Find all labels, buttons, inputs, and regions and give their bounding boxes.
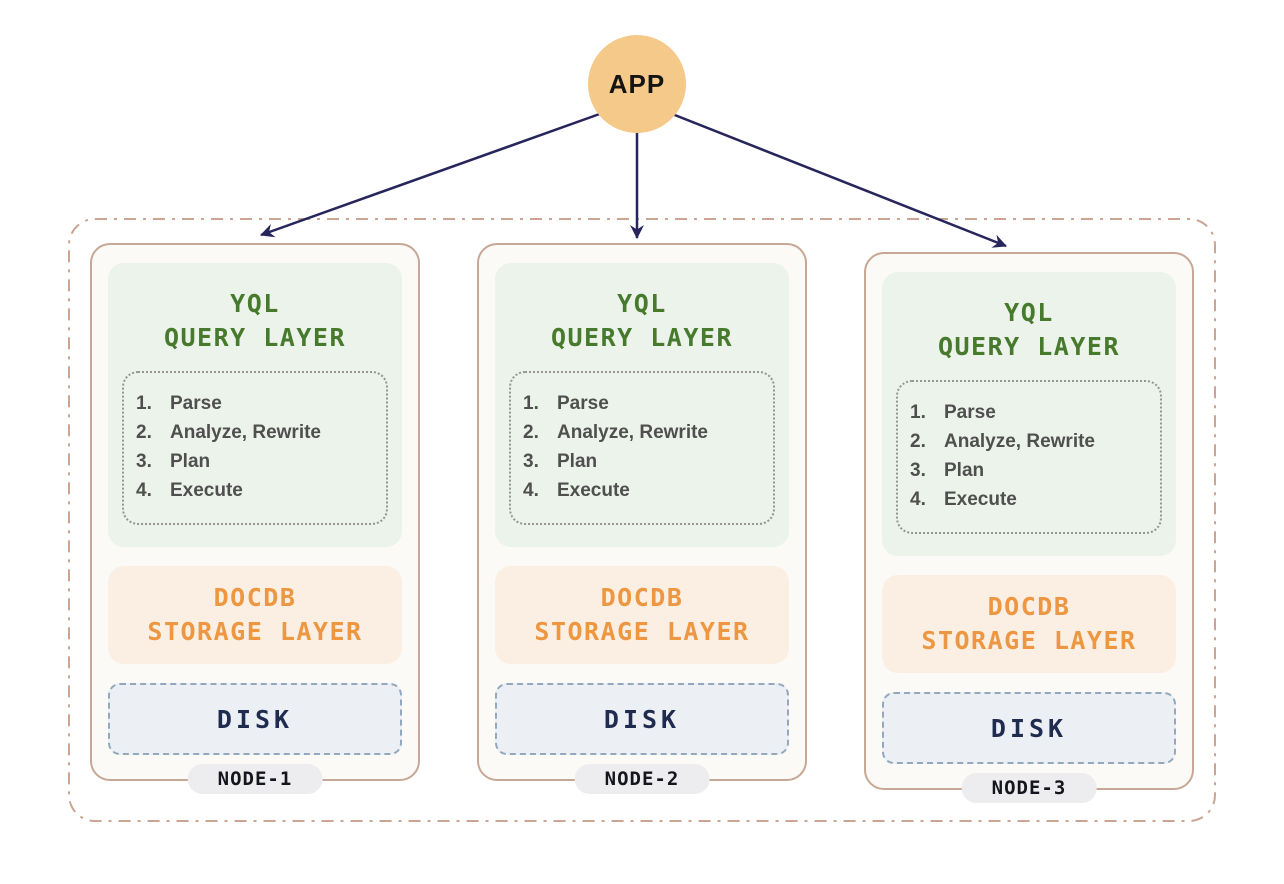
disk-panel: DISK [495,683,789,755]
query-step: 4. Execute [136,476,378,505]
step-number: 1. [136,393,152,414]
step-number: 2. [910,431,926,452]
step-label: Analyze, Rewrite [170,422,321,443]
step-number: 4. [523,480,539,501]
step-label: Execute [944,489,1017,510]
node-name: NODE-2 [604,768,680,790]
step-label: Parse [170,393,222,414]
storage-layer-title: DOCDB STORAGE LAYER [892,590,1166,658]
query-step: 3. Plan [910,456,1152,485]
step-label: Plan [557,451,598,472]
query-layer-title-line2: QUERY LAYER [550,323,734,352]
query-step: 1. Parse [136,389,378,418]
query-layer-title-line2: QUERY LAYER [937,332,1121,361]
docdb-storage-layer-panel: DOCDB STORAGE LAYER [495,566,789,664]
disk-panel: DISK [882,692,1176,764]
disk-label: DISK [990,713,1068,743]
query-layer-title: YQL QUERY LAYER [122,287,388,355]
query-step: 1. Parse [910,398,1152,427]
query-layer-title: YQL QUERY LAYER [509,287,775,355]
storage-layer-title: DOCDB STORAGE LAYER [118,581,392,649]
step-number: 4. [136,480,152,501]
query-steps-box: 1. Parse 2. Analyze, Rewrite 3. Plan 4. … [122,371,388,525]
node-label-pill: NODE-2 [574,764,710,794]
storage-layer-title-line2: STORAGE LAYER [921,626,1137,655]
yql-query-layer-panel: YQL QUERY LAYER 1. Parse 2. Analyze, Rew… [108,263,402,547]
node-card-1: YQL QUERY LAYER 1. Parse 2. Analyze, Rew… [90,243,420,794]
step-label: Analyze, Rewrite [944,431,1095,452]
docdb-storage-layer-panel: DOCDB STORAGE LAYER [108,566,402,664]
step-label: Analyze, Rewrite [557,422,708,443]
disk-panel: DISK [108,683,402,755]
step-number: 2. [523,422,539,443]
step-number: 1. [910,402,926,423]
step-number: 3. [136,451,152,472]
query-step: 2. Analyze, Rewrite [523,418,765,447]
query-step: 3. Plan [523,447,765,476]
node-card-3: YQL QUERY LAYER 1. Parse 2. Analyze, Rew… [864,252,1194,803]
query-layer-title-line2: QUERY LAYER [163,323,347,352]
arrow-app-to-node-1 [260,104,623,238]
storage-layer-title-line1: DOCDB [213,583,297,612]
query-layer-title-line1: YQL [617,289,667,318]
step-number: 1. [523,393,539,414]
node-card-2: YQL QUERY LAYER 1. Parse 2. Analyze, Rew… [477,243,807,794]
node-name: NODE-1 [217,768,293,790]
step-label: Plan [170,451,211,472]
node-label-pill: NODE-1 [187,764,323,794]
step-number: 2. [136,422,152,443]
step-label: Execute [170,480,243,501]
query-steps-box: 1. Parse 2. Analyze, Rewrite 3. Plan 4. … [509,371,775,525]
step-label: Parse [944,402,996,423]
node-name: NODE-3 [991,777,1067,799]
step-label: Execute [557,480,630,501]
query-step: 4. Execute [910,485,1152,514]
step-number: 3. [523,451,539,472]
cluster-container: YQL QUERY LAYER 1. Parse 2. Analyze, Rew… [68,218,1216,822]
app-node: APP [588,35,686,133]
node-label-pill: NODE-3 [961,773,1097,803]
query-steps-box: 1. Parse 2. Analyze, Rewrite 3. Plan 4. … [896,380,1162,534]
yql-query-layer-panel: YQL QUERY LAYER 1. Parse 2. Analyze, Rew… [495,263,789,547]
query-step: 2. Analyze, Rewrite [910,427,1152,456]
step-number: 4. [910,489,926,510]
storage-layer-title-line1: DOCDB [600,583,684,612]
storage-layer-title-line1: DOCDB [987,592,1071,621]
docdb-storage-layer-panel: DOCDB STORAGE LAYER [882,575,1176,673]
step-number: 3. [910,460,926,481]
app-label: APP [608,68,666,99]
step-label: Plan [944,460,985,481]
query-step: 4. Execute [523,476,765,505]
step-label: Parse [557,393,609,414]
yql-query-layer-panel: YQL QUERY LAYER 1. Parse 2. Analyze, Rew… [882,272,1176,556]
query-layer-title-line1: YQL [230,289,280,318]
storage-layer-title: DOCDB STORAGE LAYER [505,581,779,649]
query-step: 3. Plan [136,447,378,476]
query-step: 1. Parse [523,389,765,418]
query-layer-title-line1: YQL [1004,298,1054,327]
disk-label: DISK [216,704,294,734]
storage-layer-title-line2: STORAGE LAYER [534,617,750,646]
query-step: 2. Analyze, Rewrite [136,418,378,447]
query-layer-title: YQL QUERY LAYER [896,296,1162,364]
storage-layer-title-line2: STORAGE LAYER [147,617,363,646]
disk-label: DISK [603,704,681,734]
